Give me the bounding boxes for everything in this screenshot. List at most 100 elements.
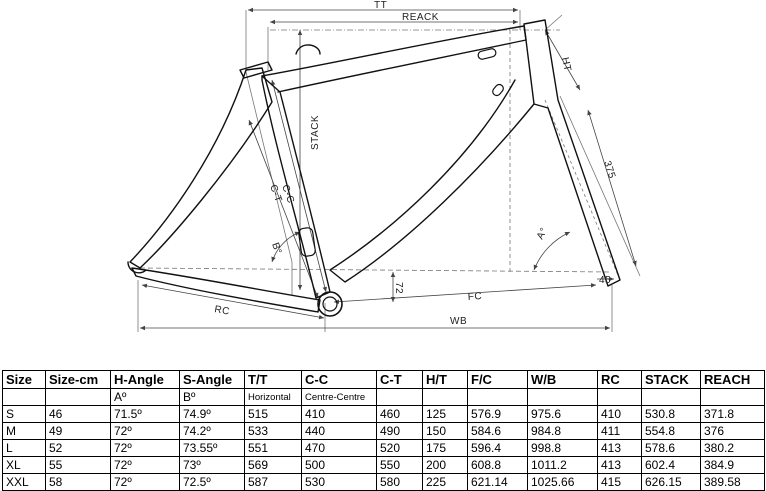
header-ct: C-T	[376, 370, 423, 389]
label-stack: STACK	[310, 115, 321, 150]
table-cell: 200	[422, 456, 468, 474]
subheader-cell	[2, 388, 46, 406]
table-cell: XL	[2, 456, 46, 474]
top-tube	[261, 25, 527, 93]
label-a-angle: A°	[535, 226, 550, 241]
header-fc: F/C	[467, 370, 528, 389]
table-cell: 975.6	[527, 405, 598, 423]
table-cell: 551	[244, 439, 302, 457]
dimension-arrows	[140, 7, 637, 331]
table-cell: 621.14	[467, 473, 528, 491]
dropout	[127, 261, 147, 274]
table-cell: 225	[422, 473, 468, 491]
seat-collar	[239, 61, 273, 79]
table-cell: S	[2, 405, 46, 423]
subheader-cell: Aº	[110, 388, 180, 406]
table-cell: M	[2, 422, 46, 440]
subheader-cell: Horizontal	[244, 388, 302, 406]
subheader-cell	[45, 388, 111, 406]
table-cell: 125	[422, 405, 468, 423]
header-ht: H/T	[422, 370, 468, 389]
label-wb: WB	[450, 316, 467, 327]
header-cc: C-C	[301, 370, 377, 389]
table-cell: 578.6	[641, 439, 701, 457]
diagram-labels: TT REACK HT STACK 375 C-T C-C B° A° 72 4…	[213, 0, 617, 327]
table-cell: L	[2, 439, 46, 457]
table-cell: 470	[301, 439, 377, 457]
seat-stay	[129, 67, 273, 269]
table-cell: 376	[700, 422, 765, 440]
label-fork-length: 375	[601, 160, 617, 181]
table-cell: 569	[244, 456, 302, 474]
bottle-mount-seat	[298, 227, 316, 257]
table-cell: 71.5º	[110, 405, 180, 423]
table-cell: 410	[301, 405, 377, 423]
table-cell: 72º	[110, 473, 180, 491]
table-cell: 380.2	[700, 439, 765, 457]
geometry-table: Size Size-cm H-Angle S-Angle T/T C-C C-T…	[2, 370, 765, 491]
table-cell: 984.8	[527, 422, 598, 440]
table-cell: 411	[597, 422, 642, 440]
table-cell: 584.6	[467, 422, 528, 440]
table-cell: 46	[45, 405, 111, 423]
table-cell: 175	[422, 439, 468, 457]
table-cell: 998.8	[527, 439, 598, 457]
table-cell: 72º	[110, 439, 180, 457]
table-cell: 626.15	[641, 473, 701, 491]
header-reach: REACH	[700, 370, 765, 389]
table-cell: 371.8	[700, 405, 765, 423]
table-cell: 413	[597, 439, 642, 457]
table-cell: 413	[597, 456, 642, 474]
table-cell: 384.9	[700, 456, 765, 474]
bottle-mount-top	[477, 48, 497, 60]
label-offset: 45	[599, 275, 611, 286]
table-row: S 46 71.5º 74.9º 515 410 460 125 576.9 9…	[2, 405, 765, 423]
table-cell: 415	[597, 473, 642, 491]
table-cell: 150	[422, 422, 468, 440]
table-header-row: Size Size-cm H-Angle S-Angle T/T C-C C-T…	[2, 370, 765, 389]
table-cell: 52	[45, 439, 111, 457]
table-cell: 576.9	[467, 405, 528, 423]
bicycle-frame	[127, 19, 621, 313]
table-cell: 596.4	[467, 439, 528, 457]
table-cell: 602.4	[641, 456, 701, 474]
table-cell: 440	[301, 422, 377, 440]
table-cell: 55	[45, 456, 111, 474]
table-cell: 550	[376, 456, 423, 474]
label-fc: FC	[467, 291, 482, 303]
table-cell: 608.8	[467, 456, 528, 474]
chain-stay	[131, 267, 321, 313]
header-rc: RC	[597, 370, 642, 389]
header-size: Size	[2, 370, 46, 389]
subheader-cell	[597, 388, 642, 406]
label-b-angle: B°	[269, 241, 283, 256]
header-size-cm: Size-cm	[45, 370, 111, 389]
table-cell: 73º	[179, 456, 245, 474]
table-cell: 460	[376, 405, 423, 423]
label-bb-drop: 72	[393, 282, 404, 294]
table-cell: 554.8	[641, 422, 701, 440]
label-tt: TT	[374, 0, 387, 11]
table-cell: 72º	[110, 422, 180, 440]
table-row: L 52 72º 73.55º 551 470 520 175 596.4 99…	[2, 439, 765, 457]
table-cell: 410	[597, 405, 642, 423]
table-subheader-row: Aº Bº Horizontal Centre-Centre	[2, 388, 765, 406]
header-h-angle: H-Angle	[110, 370, 180, 389]
down-tube	[329, 79, 535, 283]
table-row: XXL 58 72º 72.5º 587 530 580 225 621.14 …	[2, 473, 765, 491]
header-stack: STACK	[641, 370, 701, 389]
table-cell: 530.8	[641, 405, 701, 423]
label-ht: HT	[559, 56, 573, 72]
table-cell: 500	[301, 456, 377, 474]
subheader-cell	[376, 388, 423, 406]
table-cell: XXL	[2, 473, 46, 491]
table-cell: 490	[376, 422, 423, 440]
header-s-angle: S-Angle	[179, 370, 245, 389]
table-cell: 520	[376, 439, 423, 457]
frame-geometry-diagram: TT REACK HT STACK 375 C-T C-C B° A° 72 4…	[127, 0, 641, 332]
bottom-bracket	[317, 291, 343, 317]
table-cell: 72.5º	[179, 473, 245, 491]
subheader-cell	[700, 388, 765, 406]
table-cell: 74.9º	[179, 405, 245, 423]
table-cell: 72º	[110, 456, 180, 474]
